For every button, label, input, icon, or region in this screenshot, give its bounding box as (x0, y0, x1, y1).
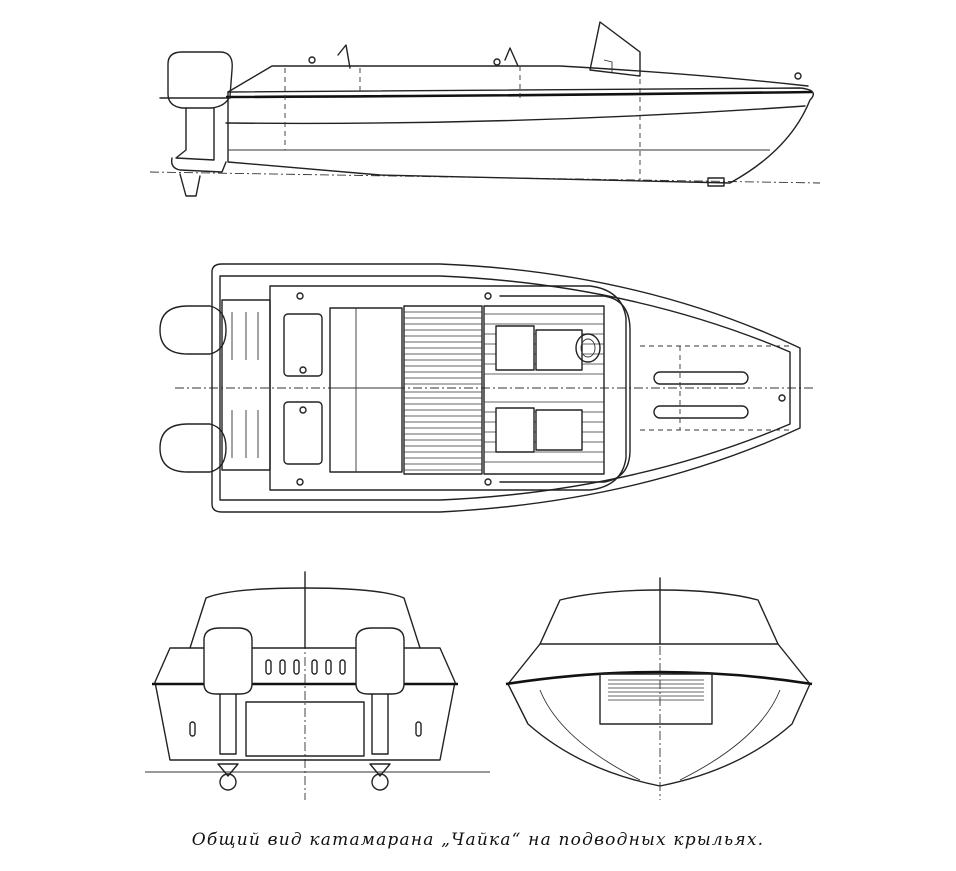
side-propeller (179, 173, 201, 197)
stern-motor-left (203, 627, 253, 695)
stern-propeller-right (371, 773, 389, 791)
side-hidden-lines (284, 66, 641, 180)
bow-cabin-top (539, 589, 779, 645)
plan-locker-knob-2 (299, 406, 307, 414)
plan-deck-grip-upper (653, 371, 749, 385)
plan-fitting-3 (484, 292, 492, 300)
stern-motor-leg-left (219, 693, 237, 755)
side-motor-foot (170, 157, 227, 173)
plan-locker-knob-1 (299, 366, 307, 374)
plan-windshield (499, 295, 631, 483)
figure-caption: Общий вид катамарана „Чайка“ на подводны… (191, 830, 765, 850)
plan-front-seat-left (495, 325, 535, 371)
plan-floor-slats (403, 305, 483, 475)
plan-rear-seat (329, 307, 403, 473)
stern-transom-panel (245, 701, 365, 757)
plan-fitting-4 (484, 478, 492, 486)
plan-fitting-2 (296, 478, 304, 486)
plan-front-seat-back-left (535, 329, 583, 371)
stern-view (145, 571, 490, 800)
side-foil-strut (707, 177, 725, 187)
side-seat-backs (337, 44, 519, 69)
side-windshield-frame (603, 59, 613, 72)
plan-fitting-1 (296, 292, 304, 300)
stern-propeller-left (219, 773, 237, 791)
plan-cockpit (269, 285, 627, 491)
stern-motor-right (355, 627, 405, 695)
side-hull (227, 87, 814, 184)
plan-transom-box (221, 299, 271, 471)
bow-view (505, 577, 813, 800)
plan-hidden-lines (640, 345, 790, 431)
plan-bow-cleat (778, 394, 786, 402)
plan-motor-upper (159, 305, 227, 355)
bow-hull (507, 643, 811, 787)
side-windshield (589, 21, 641, 77)
bow-sheer (505, 670, 813, 686)
bow-chine-lines (539, 689, 781, 781)
side-cleat-1 (308, 56, 316, 64)
boat-drawing (145, 21, 821, 800)
side-sheer-line (225, 90, 813, 99)
side-cleat-3 (794, 72, 802, 80)
plan-locker-lower (283, 401, 323, 465)
plan-deck-grip-lower (653, 405, 749, 419)
side-motor-cowl (167, 51, 233, 109)
side-deck (227, 65, 809, 93)
stern-motor-leg-right (371, 693, 389, 755)
plan-view (159, 263, 815, 513)
side-chine-line (225, 105, 806, 125)
stern-hull (154, 647, 456, 761)
bow-panel (599, 673, 713, 725)
side-view (149, 21, 821, 197)
bow-panel-slats (608, 679, 704, 701)
side-cleat-2 (493, 58, 501, 66)
plan-steering-wheel (575, 333, 601, 363)
stern-ports (189, 659, 422, 737)
side-motor-leg (175, 107, 215, 161)
plan-hull-outer (211, 263, 801, 513)
plan-locker-upper (283, 313, 323, 377)
stern-propeller-hubs (217, 763, 391, 777)
plan-front-seat-right (495, 407, 535, 453)
plan-motor-lower (159, 423, 227, 473)
plan-front-seat-back-right (535, 409, 583, 451)
